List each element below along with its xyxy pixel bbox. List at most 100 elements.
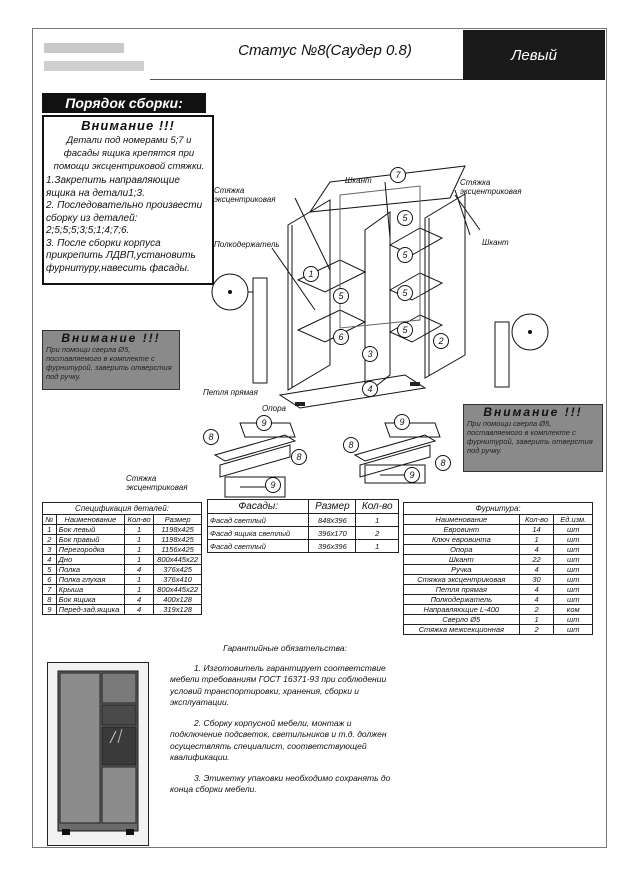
part-number: 5 — [397, 247, 413, 263]
assembly-steps: 1.Закрепить направляющие ящика на детали… — [46, 175, 212, 275]
table-cell: 6 — [42, 574, 57, 585]
part-number: 5 — [397, 210, 413, 226]
table-cell: Бок левый — [55, 524, 125, 535]
table-cell: 319х128 — [153, 604, 202, 615]
table-cell: 2 — [355, 526, 399, 540]
table-header-row: Наименование Кол-во Ед.изм. — [403, 514, 593, 525]
drawers-diagram — [213, 422, 441, 498]
table-cell: 800х445х22 — [153, 584, 202, 595]
table-cell: 1198х425 — [153, 524, 202, 535]
warranty-title: Гарантийные обязательства: — [223, 643, 347, 653]
attention-box-text: При помощи сверла Ø5, поставляемого в ко… — [467, 419, 593, 455]
table-cell: 4 — [123, 604, 155, 615]
table-cell: 4 — [123, 594, 155, 605]
table-cell: 1 — [123, 544, 155, 555]
hardware-table: Фурнитура: Наименование Кол-во Ед.изм. Е… — [403, 502, 593, 635]
table-cell: 1 — [123, 534, 155, 545]
column-header: Кол-во — [123, 514, 155, 525]
part-number: 9 — [265, 477, 281, 493]
table-cell: 4 — [518, 584, 555, 595]
label-polkoderzhatel: Полкодержатель — [214, 240, 280, 249]
spec-caption: Спецификация деталей: — [42, 502, 202, 515]
table-cell: 800х445х22 — [153, 554, 202, 565]
column-header: Размер — [308, 499, 357, 514]
table-cell: шт — [553, 524, 593, 535]
label-opora: Опора — [262, 404, 286, 413]
part-number: 1 — [303, 266, 319, 282]
assembly-order-box — [42, 115, 214, 285]
handle-detail-left — [211, 273, 268, 384]
column-header: Фасады: — [206, 499, 310, 514]
attention-box-left: Внимание !!! При помощи сверла Ø5, поста… — [42, 330, 180, 390]
table-cell: 4 — [42, 554, 57, 565]
assembly-step: 3. После сборки корпуса прикрепить ЛДВП,… — [46, 237, 196, 274]
assembly-step: 1.Закрепить направляющие ящика на детали… — [46, 175, 180, 199]
table-cell: 396х170 — [308, 526, 357, 540]
column-header: № — [42, 514, 57, 525]
table-cell: 2 — [42, 534, 57, 545]
table-cell: шт — [553, 544, 593, 555]
part-number: 9 — [394, 414, 410, 430]
table-cell: 4 — [518, 594, 555, 605]
warranty-item: 2. Сборку корпусной мебели, монтаж и под… — [170, 717, 387, 763]
table-cell: Стяжка эксцентриковая — [403, 574, 520, 585]
part-number: 9 — [404, 467, 420, 483]
table-cell: Перегородка — [55, 544, 125, 555]
attention-box-right: Внимание !!! При помощи сверла Ø5, поста… — [463, 404, 603, 472]
table-cell: 1 — [42, 524, 57, 535]
table-cell: Полка глухая — [55, 574, 125, 585]
column-header: Наименование — [403, 514, 520, 525]
table-cell: шт — [553, 624, 593, 635]
table-cell: 1 — [355, 539, 399, 553]
table-cell: Дно — [55, 554, 125, 565]
table-cell: Ключ евровинта — [403, 534, 520, 545]
table-cell: Полка — [55, 564, 125, 575]
table-cell: шт — [553, 594, 593, 605]
table-cell: 1 — [123, 554, 155, 565]
table-cell: Ручка — [403, 564, 520, 575]
table-cell: 1 — [123, 524, 155, 535]
assembly-step: 2. Последовательно произвести сборку из … — [46, 200, 203, 236]
label-shkant-top: Шкант — [345, 176, 372, 185]
table-cell: Бок ящика — [55, 594, 125, 605]
table-cell: 1 — [518, 614, 555, 625]
part-number: 8 — [435, 455, 451, 471]
part-number: 3 — [362, 346, 378, 362]
header-underline — [150, 79, 463, 80]
part-number: 2 — [433, 333, 449, 349]
table-cell: Полкодержатель — [403, 594, 520, 605]
table-cell: 22 — [518, 554, 555, 565]
part-number: 5 — [333, 288, 349, 304]
table-cell: 1198х425 — [153, 534, 202, 545]
attention-box-title: Внимание !!! — [483, 405, 583, 419]
label-shkant-right: Шкант — [482, 238, 509, 247]
attention-text: Детали под номерами 5;7 и фасады ящика к… — [53, 135, 205, 172]
table-cell: 848х396 — [308, 513, 357, 527]
label-styazhka-top: Стяжка эксцентриковая — [214, 186, 276, 204]
part-number: 7 — [390, 167, 406, 183]
table-cell: 1 — [123, 584, 155, 595]
table-cell: 8 — [42, 594, 57, 605]
warranty-item: 1. Изготовитель гарантирует соответствие… — [170, 662, 387, 708]
table-cell: 376х410 — [153, 574, 202, 585]
handle-detail-right — [494, 313, 549, 388]
table-cell: 30 — [518, 574, 555, 585]
table-cell: Евровинт — [403, 524, 520, 535]
table-cell: 7 — [42, 584, 57, 595]
table-cell: 9 — [42, 604, 57, 615]
hardware-caption: Фурнитура: — [403, 502, 593, 515]
table-header-row: Фасады: Размер Кол-во — [206, 499, 399, 514]
table-cell: 396х396 — [308, 539, 357, 553]
part-number: 5 — [397, 285, 413, 301]
